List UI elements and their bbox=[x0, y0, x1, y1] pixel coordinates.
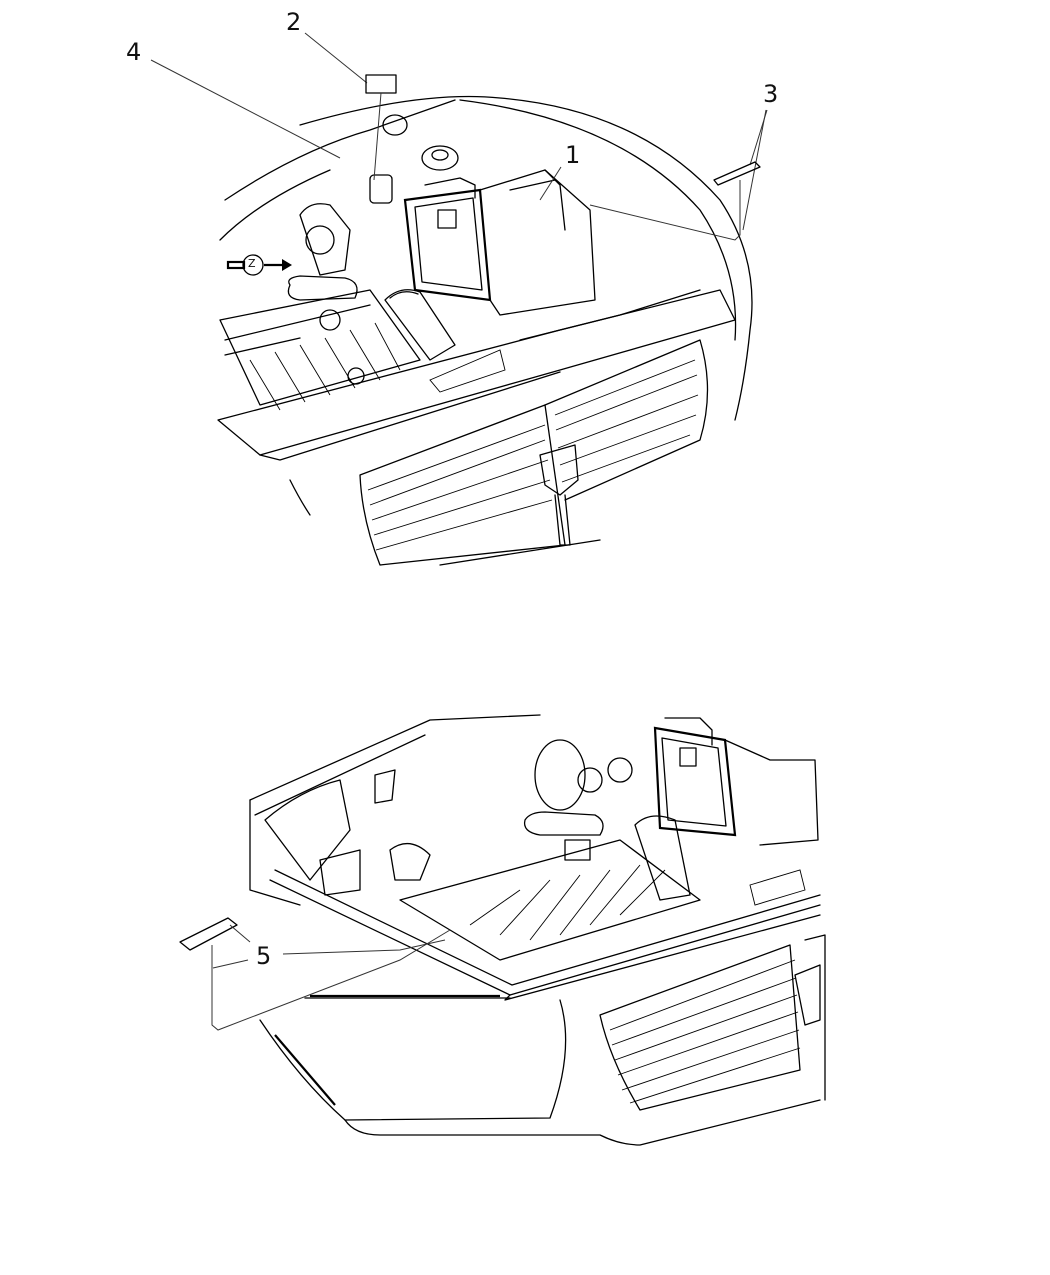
label-2-icon bbox=[365, 74, 397, 94]
callout-3: 3 bbox=[763, 80, 779, 108]
lower-engine-bay-drawing bbox=[249, 714, 826, 1146]
direction-marker-label: Z bbox=[248, 257, 256, 270]
brand-crest-icon bbox=[794, 964, 821, 1026]
grille-lower bbox=[599, 934, 826, 1111]
label-5-icon bbox=[179, 917, 238, 951]
callout-2: 2 bbox=[286, 8, 302, 36]
grille bbox=[359, 339, 709, 566]
label-3-icon bbox=[713, 161, 761, 186]
lower-leader-lines bbox=[179, 917, 451, 1031]
brand-crest-icon bbox=[539, 444, 579, 496]
module-box bbox=[403, 169, 596, 316]
module-box-lower bbox=[653, 717, 819, 846]
upper-leader-lines bbox=[150, 32, 768, 241]
direction-marker bbox=[226, 254, 292, 276]
callout-1: 1 bbox=[565, 141, 581, 169]
upper-engine-bay-drawing bbox=[217, 95, 753, 566]
callout-5: 5 bbox=[256, 942, 272, 970]
callout-4: 4 bbox=[126, 38, 142, 66]
arrow-right-icon bbox=[282, 259, 292, 271]
intake-manifold bbox=[219, 289, 421, 411]
intake-manifold-lower bbox=[399, 839, 701, 961]
